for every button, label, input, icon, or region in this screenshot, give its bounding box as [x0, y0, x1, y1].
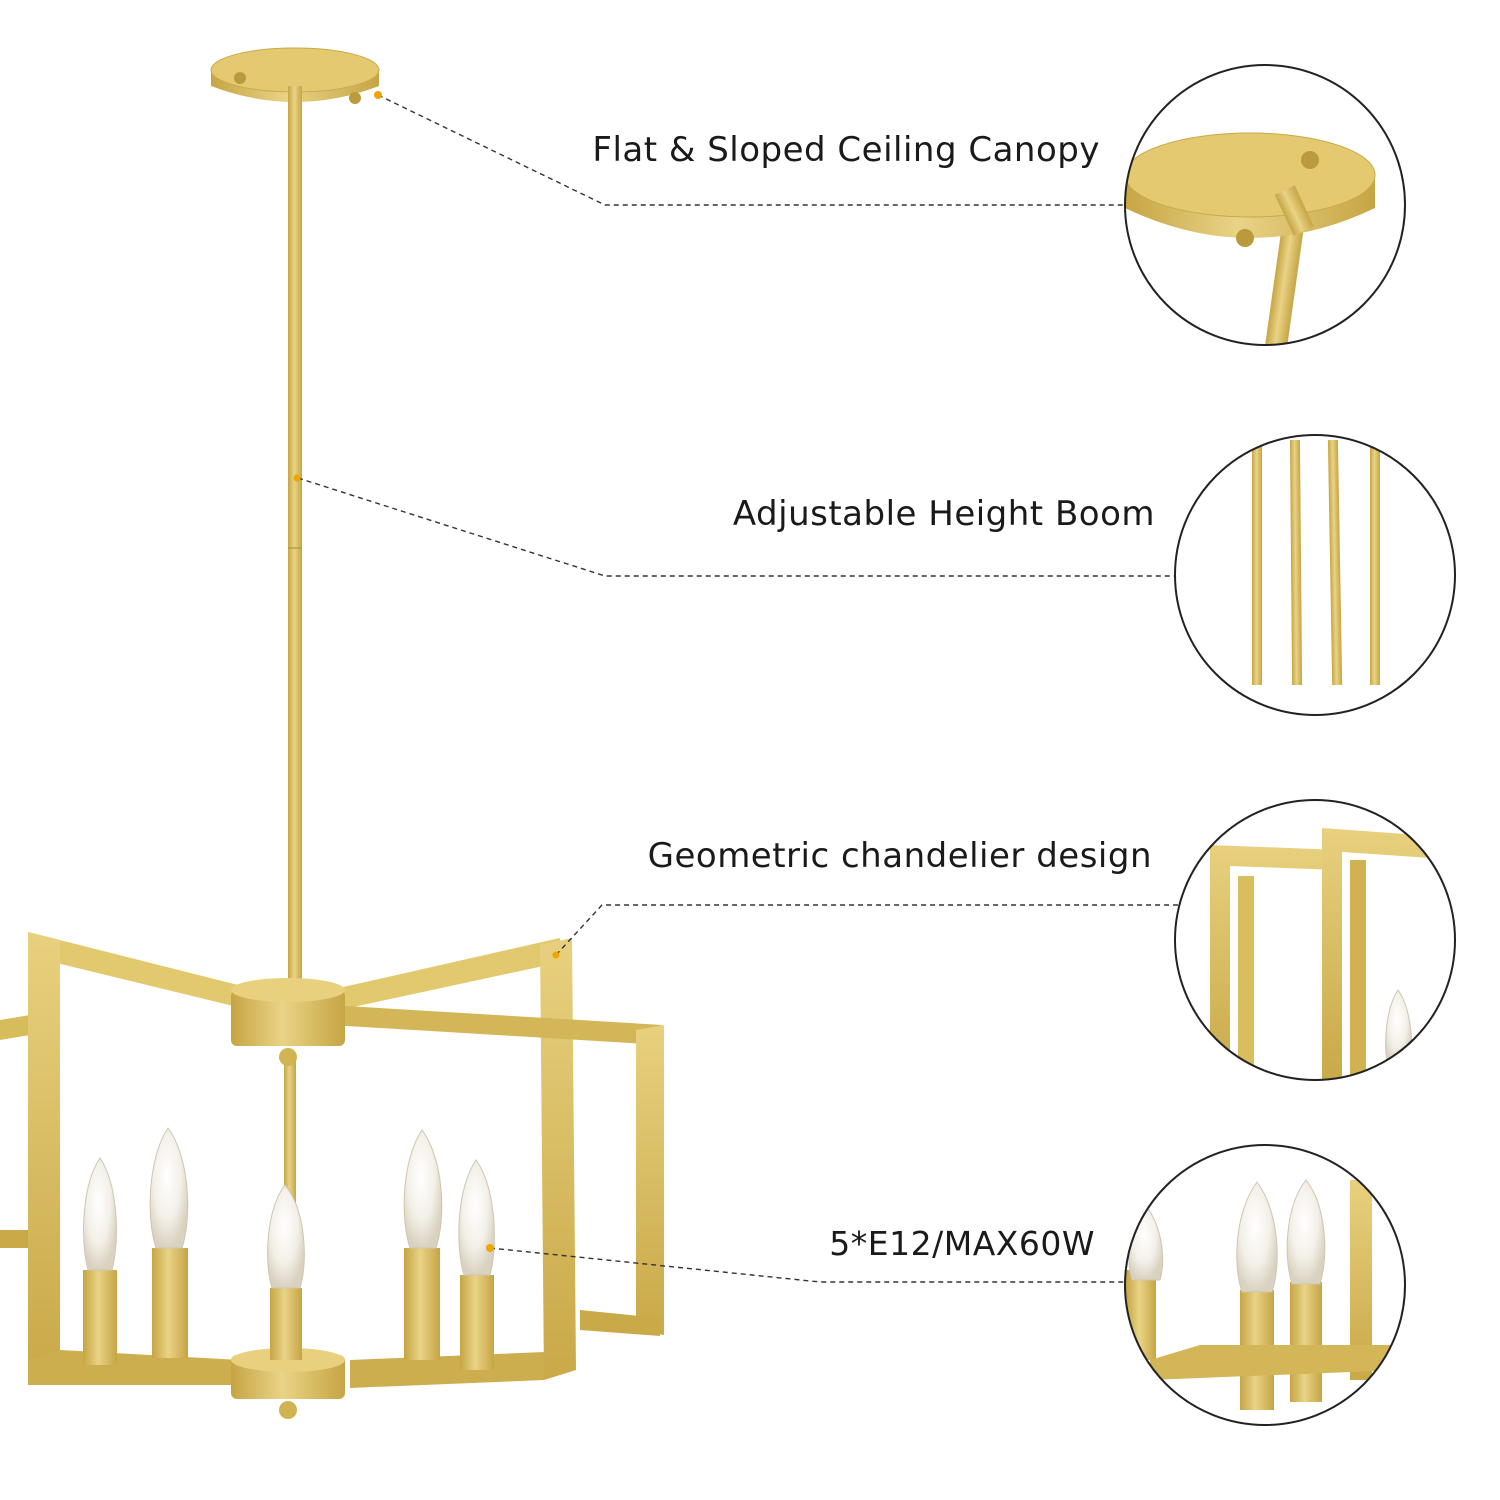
bulb-icon [1124, 1144, 1406, 1426]
design-feature-label: Geometric chandelier design [647, 836, 1152, 876]
leader-lines [297, 94, 1178, 1283]
candle-lights [83, 1127, 495, 1370]
rods-icon [1174, 434, 1456, 716]
leader-dots [293, 91, 560, 1252]
boom-feature-label: Adjustable Height Boom [732, 494, 1155, 534]
frame-icon [1174, 799, 1456, 1081]
height-boom [284, 126, 302, 1350]
ceiling-canopy-icon [1124, 64, 1406, 346]
canopy-feature-label: Flat & Sloped Ceiling Canopy [592, 130, 1100, 170]
ceiling-canopy [210, 47, 380, 126]
bulb-feature-label: 5*E12/MAX60W [829, 1224, 1095, 1263]
geometric-frame [0, 932, 664, 1419]
